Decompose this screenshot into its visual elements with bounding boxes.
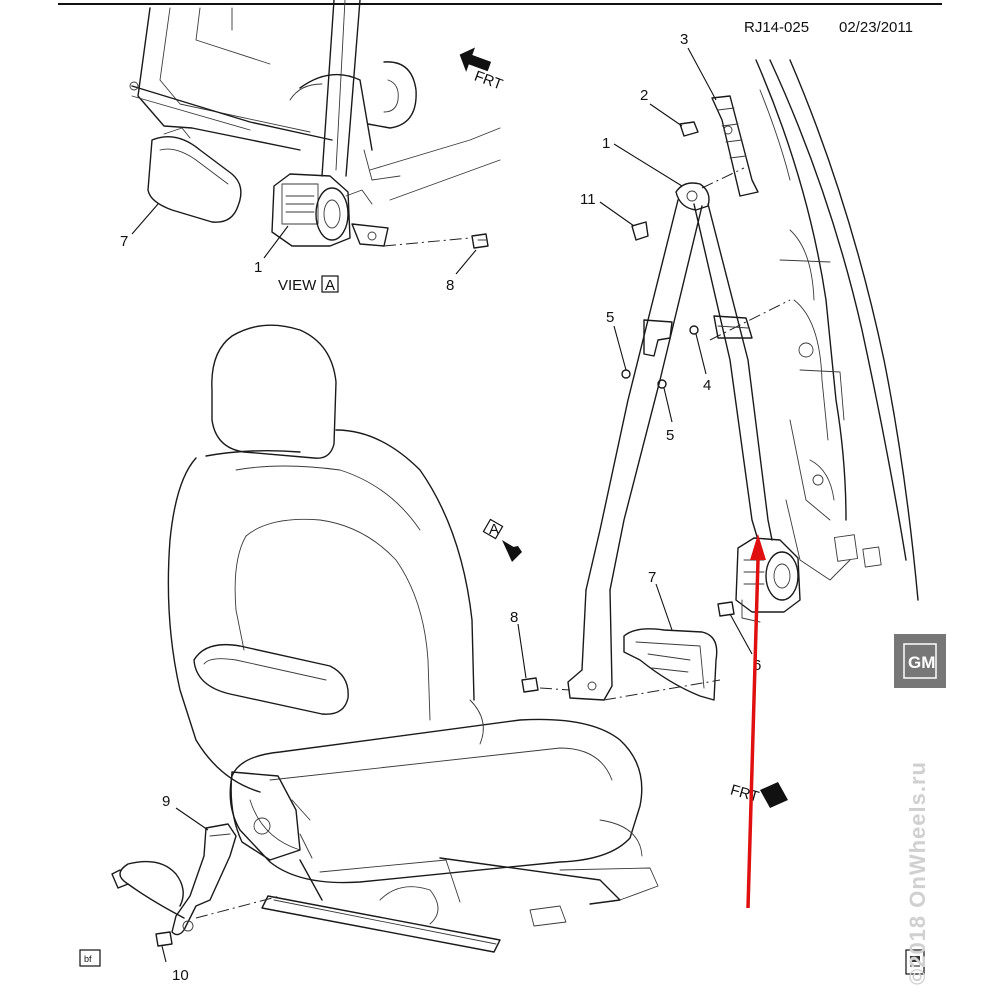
bolt-10 bbox=[155, 931, 173, 947]
seat-assembly bbox=[167, 324, 659, 953]
callout-10: 10 bbox=[161, 945, 189, 984]
front-direction-arrow-top: FRT bbox=[459, 47, 505, 94]
red-pointer-arrow bbox=[746, 534, 766, 909]
callout-8-main: 8 bbox=[510, 609, 527, 679]
retractor-main bbox=[735, 537, 801, 623]
svg-text:8: 8 bbox=[510, 609, 518, 626]
svg-text:GM: GM bbox=[908, 653, 935, 672]
front-direction-arrow-bottom: FRT bbox=[728, 781, 788, 808]
diagram-date: 02/23/2011 bbox=[839, 19, 913, 36]
bottom-left-icon: bf bbox=[79, 949, 101, 967]
watermark-text: ©2018 OnWheels.ru bbox=[905, 761, 930, 985]
svg-text:4: 4 bbox=[703, 377, 711, 394]
callout-2: 2 bbox=[640, 87, 683, 127]
bolt-5-lower bbox=[657, 379, 667, 389]
svg-text:2: 2 bbox=[640, 87, 648, 104]
callout-7-detail: 7 bbox=[120, 203, 159, 250]
bolt-2 bbox=[679, 121, 699, 137]
svg-text:FRT: FRT bbox=[472, 68, 505, 94]
svg-text:6: 6 bbox=[753, 657, 761, 674]
bolt-8-main bbox=[521, 677, 539, 693]
svg-text:7: 7 bbox=[120, 233, 128, 250]
callout-3: 3 bbox=[680, 31, 717, 101]
callout-9: 9 bbox=[162, 793, 209, 831]
callout-1: 1 bbox=[602, 135, 683, 187]
svg-text:VIEW: VIEW bbox=[278, 277, 317, 294]
gm-logo: GM bbox=[894, 634, 946, 688]
diagram-reference: RJ14-025 bbox=[744, 19, 809, 36]
callout-6: 6 bbox=[729, 613, 761, 674]
callout-5-upper: 5 bbox=[606, 309, 627, 371]
bottom-right-icon bbox=[905, 949, 925, 975]
height-adjuster bbox=[701, 95, 759, 197]
svg-text:10: 10 bbox=[172, 967, 189, 984]
b-pillar-body bbox=[709, 59, 919, 601]
svg-text:11: 11 bbox=[580, 191, 596, 208]
callout-8-detail: 8 bbox=[446, 249, 477, 294]
svg-text:8: 8 bbox=[446, 277, 454, 294]
callout-4: 4 bbox=[695, 333, 711, 394]
callout-7-main: 7 bbox=[648, 569, 673, 631]
svg-text:3: 3 bbox=[680, 31, 688, 48]
svg-text:FRT: FRT bbox=[728, 781, 760, 805]
seat-belt-webbing bbox=[539, 182, 773, 701]
bolt-5-upper bbox=[621, 369, 631, 379]
svg-text:A: A bbox=[325, 277, 335, 294]
bolt-6 bbox=[717, 601, 735, 617]
callout-1-detail: 1 bbox=[254, 225, 289, 276]
svg-text:bf: bf bbox=[84, 954, 92, 964]
svg-text:9: 9 bbox=[162, 793, 170, 810]
callout-5-lower: 5 bbox=[663, 387, 674, 444]
bolt-4 bbox=[689, 325, 699, 335]
svg-text:5: 5 bbox=[666, 427, 674, 444]
bolt-11 bbox=[631, 221, 649, 241]
svg-text:1: 1 bbox=[602, 135, 610, 152]
svg-text:5: 5 bbox=[606, 309, 614, 326]
svg-text:A: A bbox=[489, 521, 499, 538]
view-a-arrow: A bbox=[482, 518, 522, 562]
svg-text:1: 1 bbox=[254, 259, 262, 276]
view-a-label: VIEW A bbox=[278, 275, 339, 294]
svg-text:7: 7 bbox=[648, 569, 656, 586]
seat-belt-buckle bbox=[111, 823, 281, 936]
detail-view-a bbox=[129, 0, 501, 249]
callout-11: 11 bbox=[580, 191, 635, 227]
trim-cover-main bbox=[623, 628, 718, 701]
